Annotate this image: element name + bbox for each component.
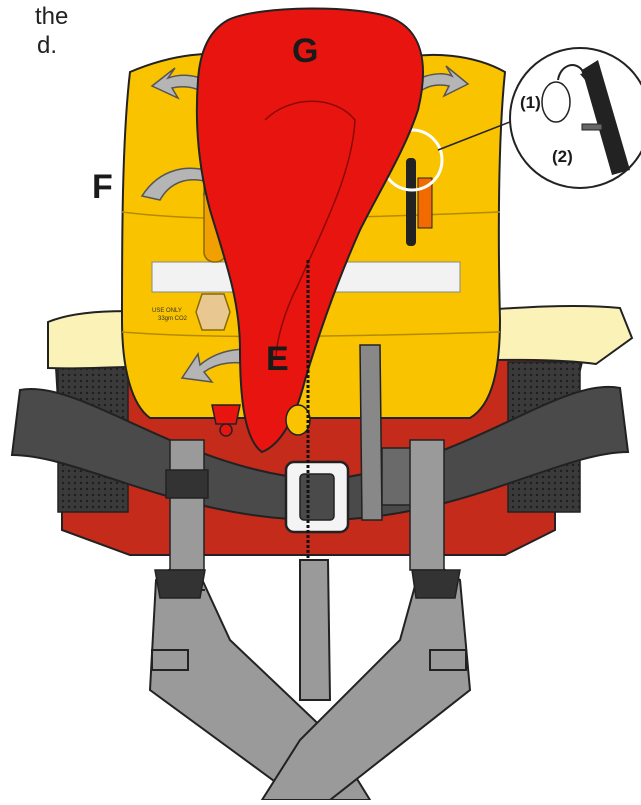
cylinder-bracket — [196, 294, 230, 330]
text-line-1: the — [0, 2, 68, 31]
label-G: G — [292, 32, 318, 70]
cylinder-label-line1: USE ONLY — [152, 308, 182, 314]
label-F: F — [92, 168, 113, 206]
detail-step-2: (2) — [552, 147, 573, 166]
label-E: E — [266, 340, 289, 378]
detail-inset: (1) (2) — [510, 48, 641, 188]
whistle-icon — [286, 405, 310, 435]
buckle-icon — [286, 462, 348, 532]
text-line-2: d. — [0, 31, 68, 60]
cropped-instruction-text: the d. — [0, 0, 68, 60]
cylinder-label-line2: 33gm CO2 — [158, 316, 188, 322]
detail-step-1: (1) — [520, 93, 541, 112]
